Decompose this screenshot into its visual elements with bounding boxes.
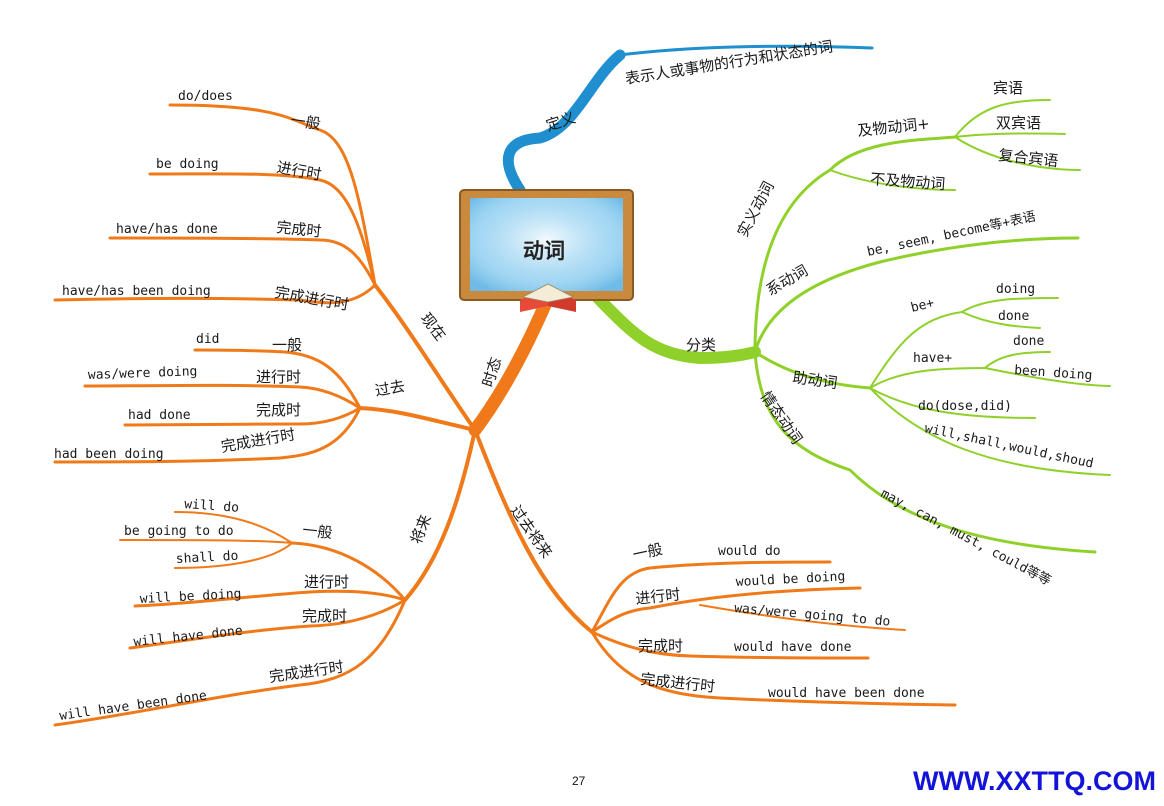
intransitive-label: 不及物动词 <box>870 170 946 193</box>
transitive-label: 及物动词+ <box>857 114 931 139</box>
past-progressive-label: 进行时 <box>256 368 301 386</box>
classification-label: 分类 <box>686 336 716 354</box>
past-future-progressive-form-2: was/were going to do <box>734 601 891 630</box>
definition-label: 定义 <box>544 108 578 134</box>
will-item: will,shall,would,shoud <box>923 421 1095 471</box>
modal-verb-label: 情态动词 <box>757 388 806 447</box>
have-item-been-doing: been doing <box>1014 363 1093 383</box>
future-perfect-label: 完成时 <box>302 607 347 625</box>
future-label: 将来 <box>407 512 435 547</box>
page-number: 27 <box>572 774 586 788</box>
definition-trunk <box>502 49 626 196</box>
past-progressive-form: was/were doing <box>88 364 198 383</box>
object-1: 宾语 <box>993 79 1023 97</box>
book-icon <box>520 283 576 312</box>
present-perfect-progressive-label: 完成进行时 <box>273 283 350 314</box>
past-future-progressive-form-1: would be doing <box>735 569 845 590</box>
future-general-form-2: be going to do <box>124 524 234 539</box>
center-title: 动词 <box>523 239 565 263</box>
present-general-label: 一般 <box>289 111 321 133</box>
past-perfect-progressive-label: 完成进行时 <box>220 425 297 456</box>
past-general-form: did <box>196 332 219 347</box>
past-future-perfect-progressive-form: would have been done <box>768 686 925 701</box>
notional-verb-label: 实义动词 <box>734 178 778 239</box>
past-future-perfect-form: would have done <box>734 640 852 655</box>
future-perfect-progressive-label: 完成进行时 <box>268 658 345 686</box>
past-general-label: 一般 <box>272 336 302 354</box>
past-future-general-label: 一般 <box>631 540 664 564</box>
auxiliary-verb-label: 助动词 <box>791 368 838 392</box>
present-progressive-form: be doing <box>156 157 219 172</box>
be-item-done: done <box>998 309 1029 324</box>
future-general-label: 一般 <box>302 521 334 542</box>
past-future-general-form: would do <box>718 544 781 559</box>
tense-trunk <box>468 291 555 437</box>
be-item-doing: doing <box>996 282 1035 297</box>
have-item-done: done <box>1013 334 1044 349</box>
be-plus: be+ <box>909 296 936 316</box>
future-progressive-form: will be doing <box>139 587 241 607</box>
past-perfect-form: had done <box>128 408 191 423</box>
past-future-perfect-progressive-label: 完成进行时 <box>640 670 716 696</box>
future-general-form-1: will do <box>184 497 240 516</box>
center-board: 动词 <box>459 189 634 312</box>
linking-verb-text: be, seem, become等+表语 <box>866 208 1038 259</box>
modal-verb-text: may, can, must, could等等 <box>878 485 1054 589</box>
definition-line <box>618 44 874 57</box>
site-watermark: WWW.XXTTQ.COM <box>913 766 1156 796</box>
object-2: 双宾语 <box>996 114 1041 132</box>
future-general-form-3: shall do <box>175 549 238 567</box>
future-perfect-form: will have done <box>133 624 244 650</box>
object-3: 复合宾语 <box>998 146 1060 170</box>
future-progressive-label: 进行时 <box>304 573 349 591</box>
future-perfect-progressive-form: will have been done <box>58 688 208 724</box>
have-plus: have+ <box>913 351 952 366</box>
past-perfect-progressive-form: had been doing <box>54 447 164 462</box>
do-item: do(dose,did) <box>918 399 1012 414</box>
past-label: 过去 <box>374 377 407 400</box>
past-future-progressive-label: 进行时 <box>635 585 682 608</box>
present-perfect-progressive-form: have/has been doing <box>62 284 211 299</box>
present-label: 现在 <box>417 309 450 344</box>
present-perfect-label: 完成时 <box>276 218 323 241</box>
present-perfect-form: have/has done <box>116 222 218 237</box>
present-general-form: do/does <box>178 89 233 104</box>
past-perfect-label: 完成时 <box>256 401 301 419</box>
present-progressive-label: 进行时 <box>275 158 322 184</box>
definition-text: 表示人或事物的行为和状态的词 <box>624 37 834 88</box>
past-future-perfect-label: 完成时 <box>638 637 683 655</box>
classification-trunk <box>589 289 761 365</box>
